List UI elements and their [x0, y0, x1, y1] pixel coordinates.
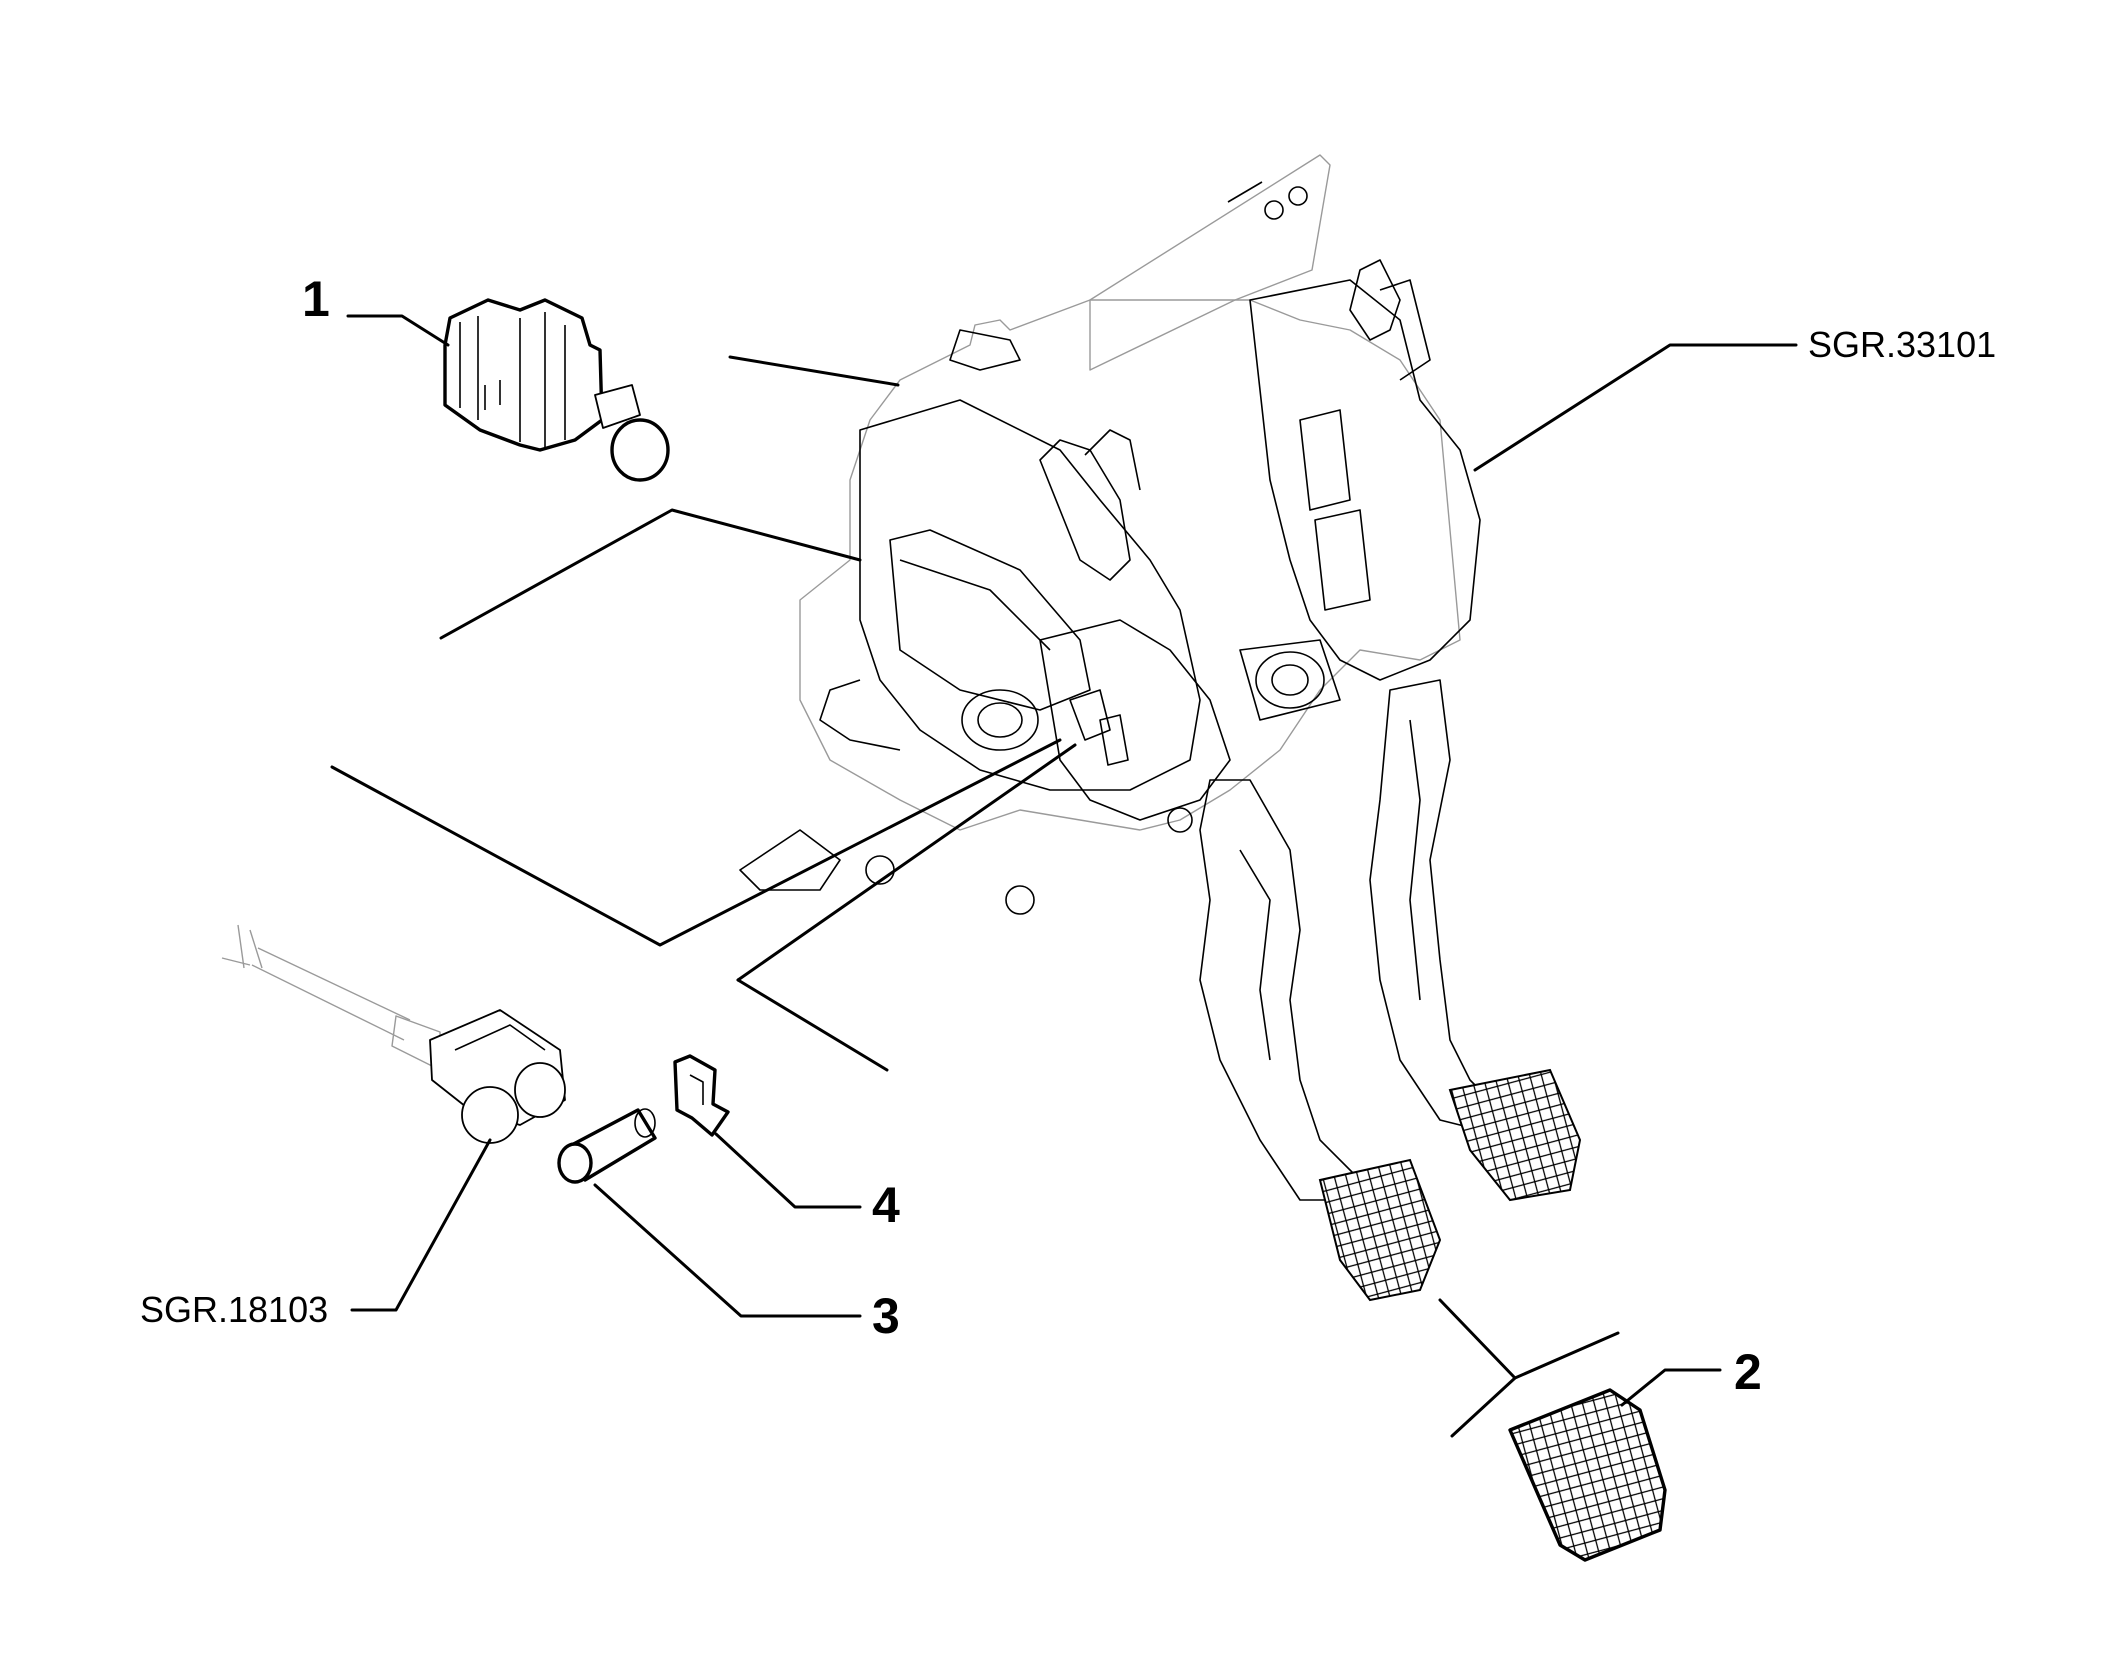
ref-sgr33101: SGR.33101 — [1808, 324, 1996, 365]
pedal-box-assembly — [739, 154, 1582, 1302]
part-2-pedal-pad — [1508, 1388, 1667, 1562]
callout-2: 2 — [1734, 1344, 1762, 1400]
clutch-rod — [221, 924, 566, 1144]
callout-4: 4 — [872, 1177, 900, 1233]
callout-3: 3 — [872, 1288, 900, 1344]
callout-1: 1 — [302, 271, 330, 327]
leader-2-a — [1438, 1298, 1620, 1380]
leader-1 — [346, 314, 450, 347]
part-1-brake-light-switch — [443, 298, 670, 482]
leader-sgr33101 — [1473, 343, 1798, 472]
part-3-pin — [557, 1108, 657, 1184]
leader-3 — [593, 1183, 862, 1318]
leader-2-b — [1450, 1376, 1517, 1438]
leader-sgr18103 — [350, 1138, 492, 1312]
leader-2-c — [1620, 1368, 1722, 1407]
part-4-clip — [673, 1054, 730, 1137]
leader-4 — [714, 1132, 862, 1209]
ref-sgr18103: SGR.18103 — [140, 1289, 328, 1330]
assembly-guide-lines — [330, 355, 1077, 1072]
